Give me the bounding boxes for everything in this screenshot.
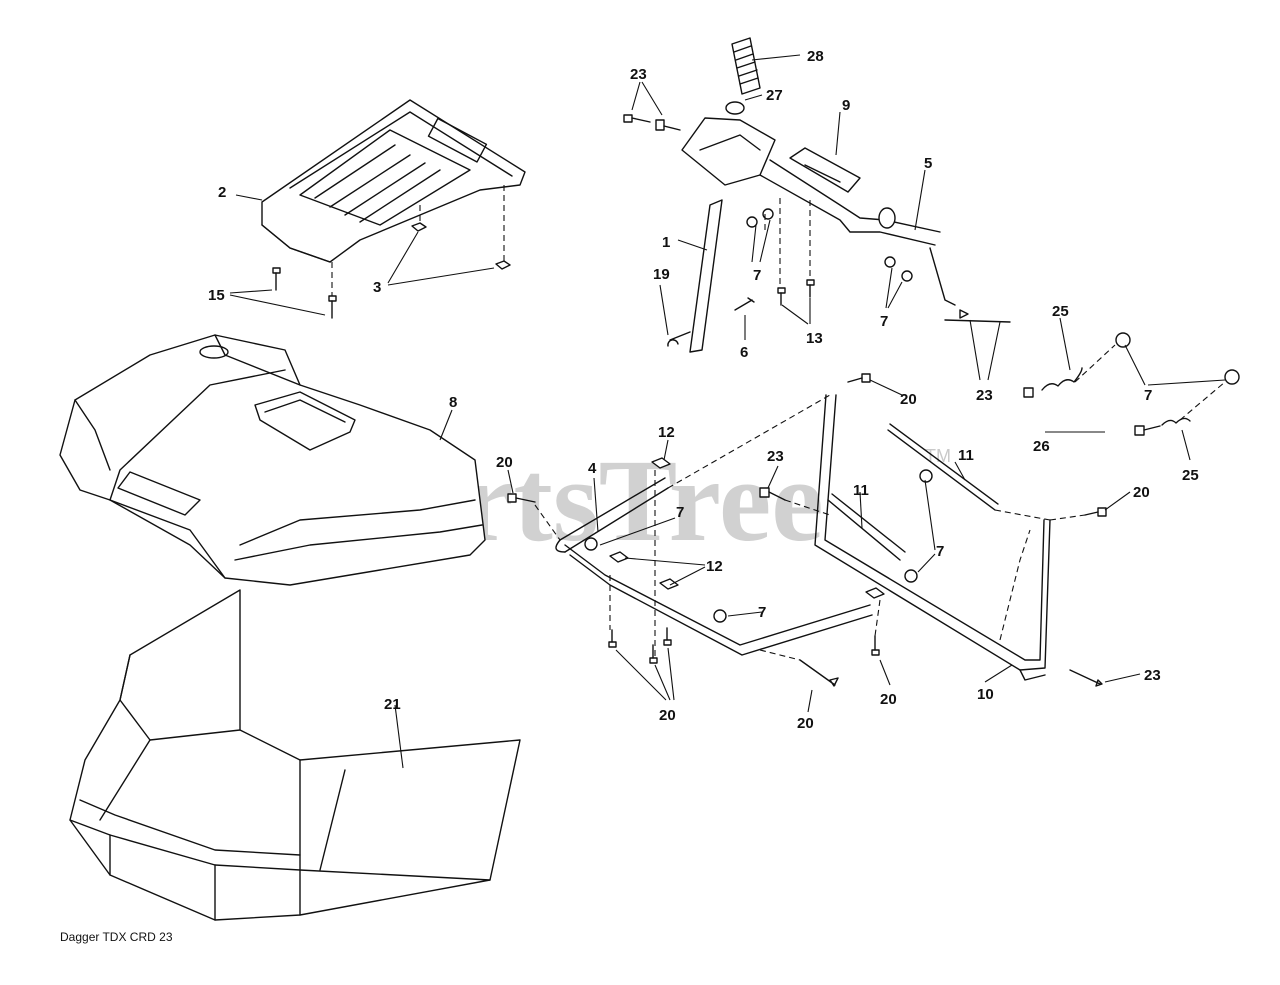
frame-mount-lines: [534, 394, 1086, 661]
part-13-bolts[interactable]: [777, 279, 815, 306]
part-25-spring-lower[interactable]: [1161, 417, 1191, 426]
callout-12-top: 12: [658, 424, 675, 441]
callout-20-right: 20: [1133, 484, 1150, 501]
callout-1: 1: [662, 234, 670, 251]
callout-20-diag: 20: [797, 715, 814, 732]
callout-12-bottom: 12: [706, 558, 723, 575]
callout-20-center: 20: [880, 691, 897, 708]
part-8-hood[interactable]: [59, 334, 486, 586]
callout-7-bottom: 7: [758, 604, 766, 621]
part-3-clips[interactable]: [411, 222, 511, 270]
part-23-top-bolts[interactable]: [623, 114, 681, 131]
callout-7-center: 7: [936, 543, 944, 560]
part-7-washers-upper[interactable]: [746, 208, 913, 282]
callout-3: 3: [373, 279, 381, 296]
callout-11-right: 11: [958, 447, 974, 464]
callout-9: 9: [842, 97, 850, 114]
callout-20-bottom: 20: [659, 707, 676, 724]
callout-25-upper: 25: [1052, 303, 1069, 320]
part-5-lift-lever[interactable]: [681, 117, 956, 306]
part-12-clips[interactable]: [609, 457, 885, 599]
callout-8: 8: [449, 394, 457, 411]
callout-7-left: 7: [676, 504, 684, 521]
part-6-pin[interactable]: [734, 297, 755, 311]
callout-7-mid: 7: [880, 313, 888, 330]
leader-lines: [229, 54, 1226, 769]
linkage-lines: [1074, 344, 1226, 421]
callout-4: 4: [588, 460, 597, 477]
callout-10: 10: [977, 686, 994, 703]
callout-23-lever: 23: [976, 387, 993, 404]
part-7-washers-lower[interactable]: [584, 469, 933, 623]
callout-20-left: 20: [496, 454, 513, 471]
callout-21: 21: [384, 696, 401, 713]
callout-27: 27: [766, 87, 783, 104]
callout-20-top: 20: [900, 391, 917, 408]
callout-23-bottom: 23: [1144, 667, 1161, 684]
part-25-spring-upper[interactable]: [1041, 332, 1131, 391]
diagram-caption: Dagger TDX CRD 23: [60, 930, 173, 944]
callout-23: 23: [630, 66, 647, 83]
callout-26: 26: [1033, 438, 1050, 455]
part-2-fender-cover[interactable]: [261, 99, 526, 263]
part-9-lever-pad[interactable]: [789, 147, 861, 193]
callout-19: 19: [653, 266, 670, 283]
callout-11-left: 11: [853, 482, 869, 499]
part-7-washer-right[interactable]: [1224, 369, 1240, 385]
callout-2: 2: [218, 184, 226, 201]
part-19-pin[interactable]: [667, 331, 691, 347]
part-4-rod[interactable]: [555, 477, 669, 553]
part-23-frame-bolts[interactable]: [759, 487, 1103, 687]
callout-labels: 28 27 23 9 5 2 15 3 1 19 6 7 13 7 23 25 …: [208, 48, 1199, 732]
part-20-bolts[interactable]: [507, 373, 1107, 687]
lever-mount-lines: [764, 198, 811, 288]
callout-5: 5: [924, 155, 932, 172]
callout-7-right: 7: [1144, 387, 1152, 404]
part-26-bolts[interactable]: [1023, 387, 1161, 436]
part-11-rods[interactable]: [827, 423, 999, 561]
callout-23-frame: 23: [767, 448, 784, 465]
callout-28: 28: [807, 48, 824, 65]
part-2-mount-lines: [331, 185, 505, 296]
part-15-bolts[interactable]: [272, 267, 337, 319]
part-21-front-panel[interactable]: [69, 589, 521, 921]
part-1-shaft[interactable]: [689, 199, 723, 353]
watermark-trademark: TM: [925, 446, 951, 466]
callout-15: 15: [208, 287, 225, 304]
callout-7-upper: 7: [753, 267, 761, 284]
callout-25-lower: 25: [1182, 467, 1199, 484]
part-27-cap[interactable]: [725, 101, 745, 115]
part-28-handle-grip[interactable]: [731, 37, 761, 95]
part-23-lever-bolt[interactable]: [944, 309, 1011, 323]
part-10-frame[interactable]: [564, 394, 1051, 681]
callout-13: 13: [806, 330, 823, 347]
callout-6: 6: [740, 344, 748, 361]
